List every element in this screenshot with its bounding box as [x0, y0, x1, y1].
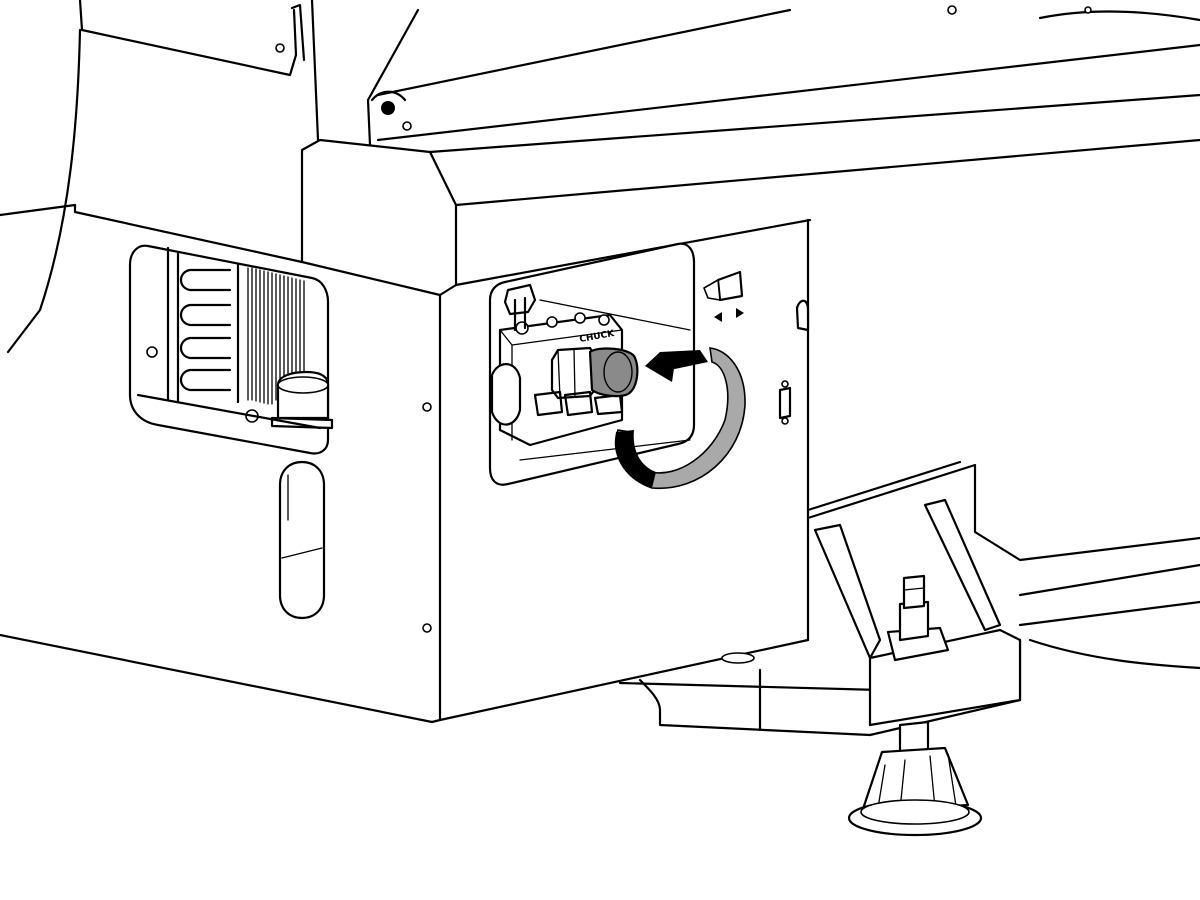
- chuck-valve-knob: [550, 346, 639, 400]
- leveling-foot: [847, 574, 983, 837]
- coil-tubes: [179, 268, 232, 392]
- hydraulic-manifold: [490, 283, 624, 447]
- right-service-window: CHUCK: [488, 242, 696, 486]
- left-housing: [0, 0, 320, 354]
- direction-left-icon: [714, 312, 722, 322]
- lever-switch-icon: [703, 270, 744, 302]
- heat-sink: [247, 267, 305, 405]
- rotation-arrow-icon: [614, 347, 746, 490]
- filter-canister: [245, 370, 334, 430]
- left-service-window: [128, 244, 334, 455]
- side-latch: [778, 299, 810, 425]
- front-cabinet: [0, 138, 1200, 724]
- direction-right-icon: [736, 308, 744, 318]
- upper-beam: [366, 5, 1200, 154]
